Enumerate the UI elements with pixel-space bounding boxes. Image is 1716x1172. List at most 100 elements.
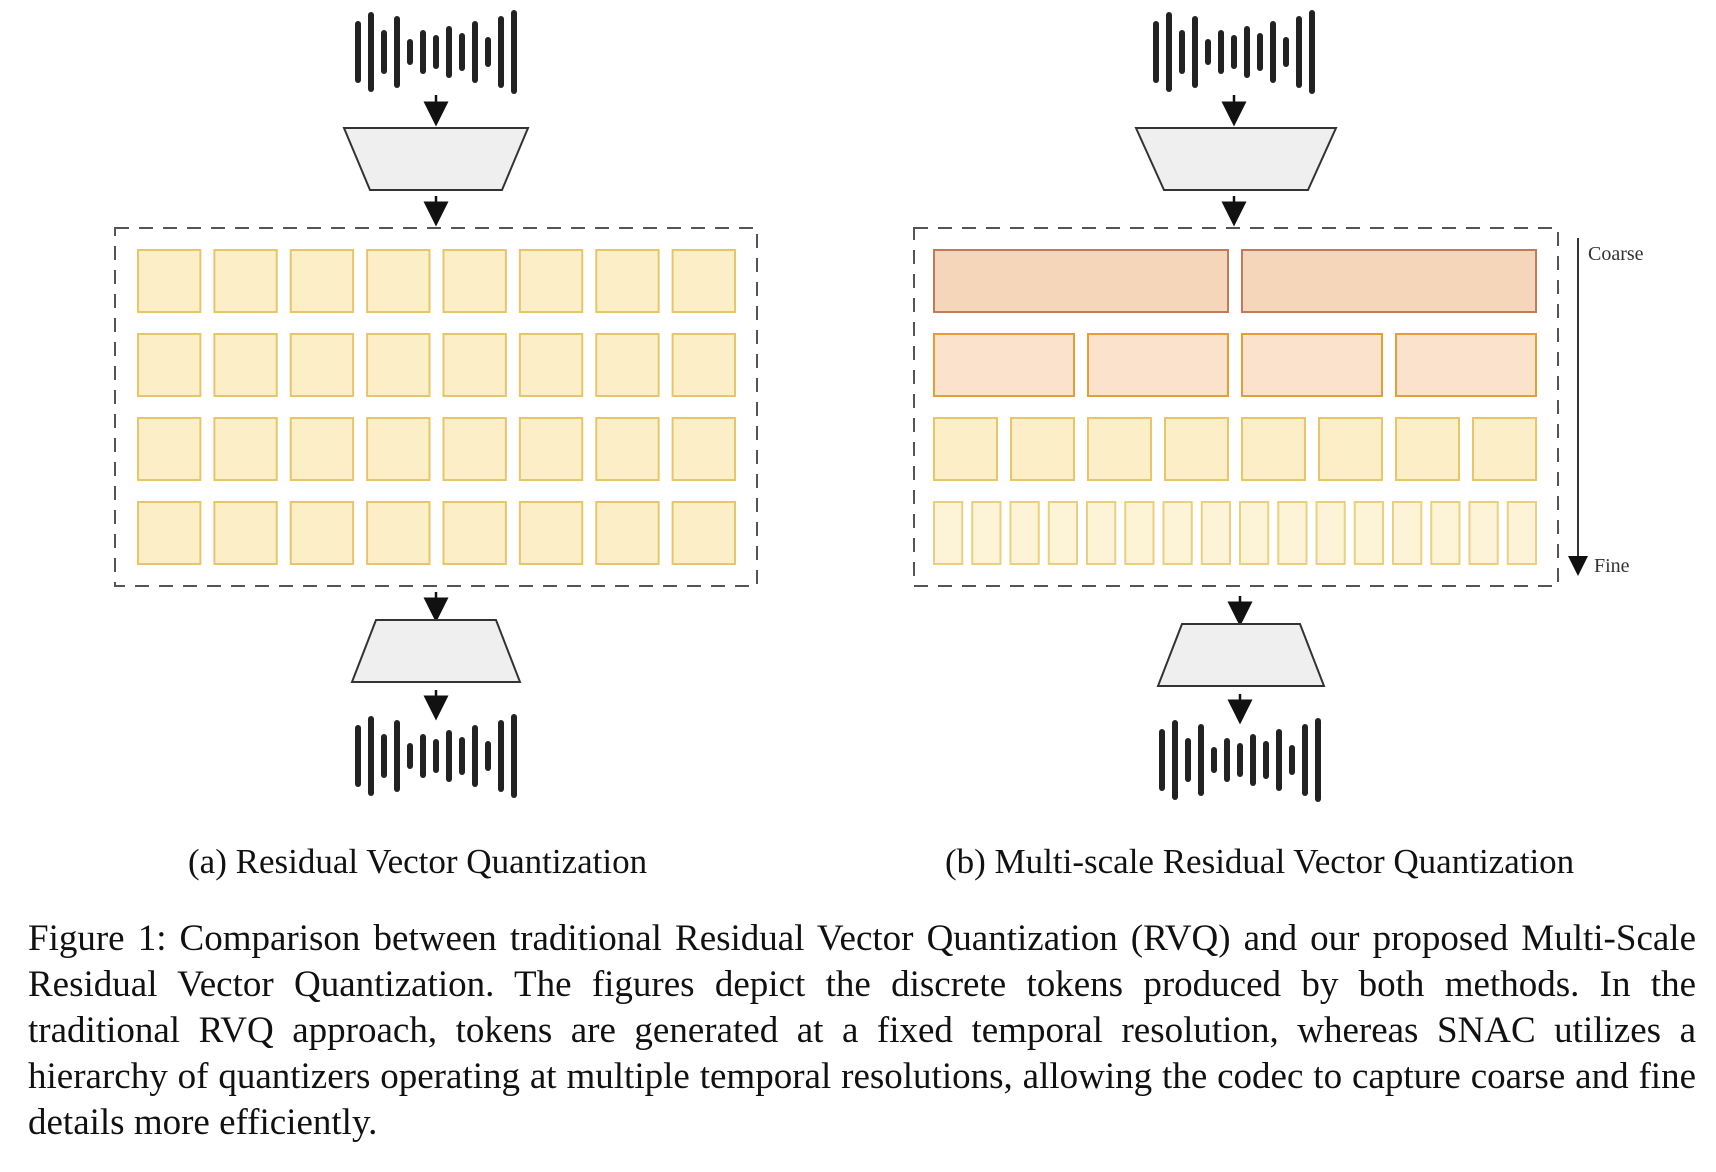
waveform-bar (1250, 734, 1256, 786)
waveform-bar (394, 16, 400, 88)
token-b-scale-4 (1430, 501, 1461, 565)
waveform-bar (1224, 738, 1230, 782)
token-b-scale-4 (1086, 501, 1117, 565)
token-a (366, 249, 431, 313)
token-a (213, 417, 278, 481)
token-b-scale-3 (1318, 417, 1383, 481)
token-b-scale-3 (933, 417, 998, 481)
waveform-bar (485, 37, 491, 67)
waveform-bar (446, 730, 452, 782)
token-a (366, 333, 431, 397)
decoder-a (350, 619, 522, 683)
waveform-bar (1192, 16, 1198, 88)
token-grid-a (137, 249, 736, 565)
waveform-bar (381, 30, 387, 74)
token-a (442, 501, 507, 565)
token-a (137, 417, 202, 481)
token-b-scale-4 (1124, 501, 1155, 565)
waveform-bar (394, 720, 400, 792)
token-b-scale-3 (1472, 417, 1537, 481)
waveform-bar (1153, 21, 1159, 83)
waveform-bar (1309, 10, 1315, 94)
waveform-bar (1218, 30, 1224, 74)
waveform-bar (1205, 39, 1211, 65)
token-a (366, 417, 431, 481)
waveform-bar (485, 741, 491, 771)
waveform-bar (472, 21, 478, 83)
token-a (289, 249, 355, 313)
waveform-bar (1166, 12, 1172, 92)
encoder-a (342, 127, 530, 191)
token-a (289, 333, 355, 397)
waveform-bar (1276, 729, 1282, 791)
waveform-bar (498, 720, 504, 792)
waveform-bar (1315, 718, 1321, 802)
token-b-scale-4 (933, 501, 964, 565)
token-b-scale-4 (1277, 501, 1308, 565)
token-a (518, 417, 584, 481)
figure-diagram: Coarse Fine (114, 10, 1644, 802)
output-waveform-b (1159, 718, 1321, 802)
input-waveform-b (1153, 10, 1315, 94)
waveform-bar (1270, 21, 1276, 83)
token-a (442, 417, 507, 481)
waveform-bar (433, 35, 439, 69)
token-a (289, 501, 355, 565)
panel-a (114, 10, 758, 798)
token-a (595, 501, 660, 565)
output-waveform-a (355, 714, 517, 798)
waveform-bar (1296, 16, 1302, 88)
waveform-bar (446, 26, 452, 78)
waveform-bar (381, 734, 387, 778)
token-b-scale-2 (933, 333, 1075, 397)
token-a (137, 501, 202, 565)
token-a (213, 249, 278, 313)
quantizer-box-a (114, 227, 758, 587)
waveform-bar (368, 716, 374, 796)
token-a (671, 249, 736, 313)
encoder-b (1134, 127, 1338, 191)
waveform-bar (355, 725, 361, 787)
token-b-scale-2 (1241, 333, 1383, 397)
token-b-scale-3 (1395, 417, 1460, 481)
waveform-bar (407, 39, 413, 65)
token-a (213, 501, 278, 565)
waveform-bar (511, 714, 517, 798)
token-b-scale-4 (1392, 501, 1423, 565)
token-b-scale-4 (1506, 501, 1537, 565)
waveform-bar (1289, 745, 1295, 775)
waveform-bar (1237, 743, 1243, 777)
token-a (518, 501, 584, 565)
waveform-bar (459, 33, 465, 71)
token-b-scale-4 (1200, 501, 1231, 565)
waveform-bar (1302, 724, 1308, 796)
panel-b: Coarse Fine (913, 10, 1644, 802)
waveform-bar (1231, 35, 1237, 69)
waveform-bar (498, 16, 504, 88)
token-a (518, 249, 584, 313)
waveform-bar (1244, 26, 1250, 78)
token-a (442, 333, 507, 397)
subcaption-b: (b) Multi-scale Residual Vector Quantiza… (945, 842, 1575, 881)
waveform-bar (511, 10, 517, 94)
token-a (595, 333, 660, 397)
token-b-scale-2 (1395, 333, 1537, 397)
token-a (137, 249, 202, 313)
waveform-bar (1211, 747, 1217, 773)
token-a (442, 249, 507, 313)
waveform-bar (368, 12, 374, 92)
token-b-scale-4 (1162, 501, 1193, 565)
token-b-scale-2 (1087, 333, 1229, 397)
token-a (213, 333, 278, 397)
waveform-bar (1159, 729, 1165, 791)
waveform-bar (459, 737, 465, 775)
waveform-bar (355, 21, 361, 83)
waveform-bar (1263, 741, 1269, 779)
token-a (289, 417, 355, 481)
subcaption-a: (a) Residual Vector Quantization (188, 842, 648, 881)
token-a (671, 501, 736, 565)
token-a (671, 333, 736, 397)
token-a (595, 249, 660, 313)
token-b-scale-4 (1009, 501, 1040, 565)
token-b-scale-4 (1468, 501, 1499, 565)
